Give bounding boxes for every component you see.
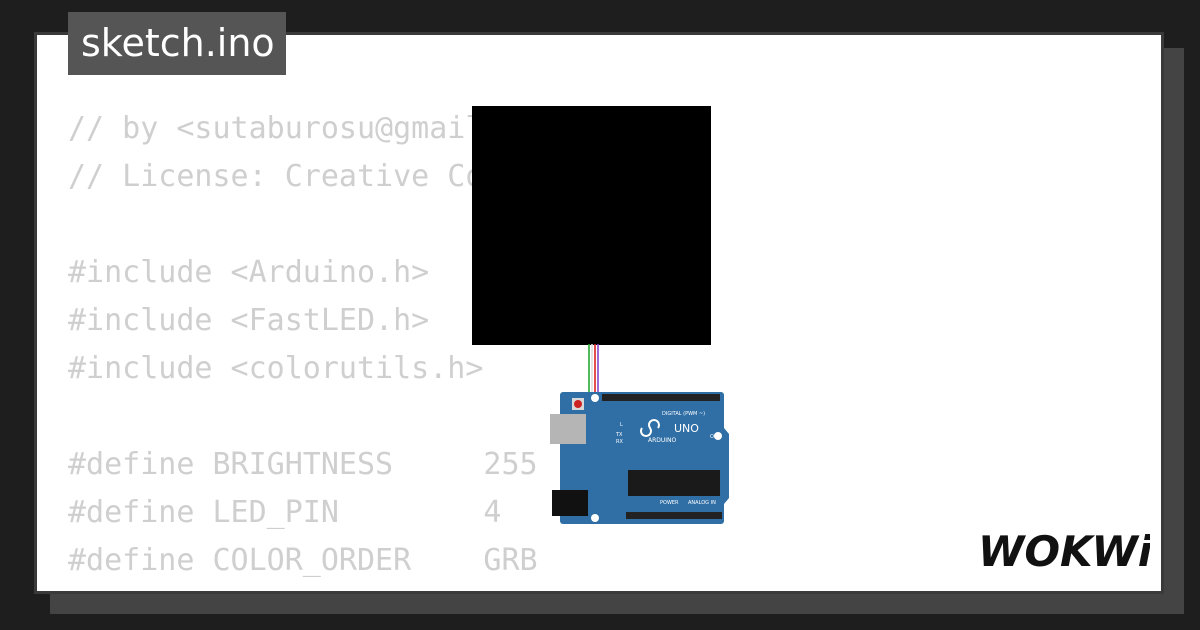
code-preview: // by <sutaburosu@gmail.com>// License: …: [68, 105, 768, 591]
board-digital-label: DIGITAL (PWM ~): [662, 411, 705, 417]
board-on-label: ON: [710, 434, 718, 440]
board-power-label: POWER: [660, 500, 679, 506]
brand-name: WOKWi: [978, 528, 1150, 574]
wokwi-logo[interactable]: WOKWi: [978, 528, 1150, 574]
code-line: #define COLOR_ORDER GRB: [68, 543, 538, 578]
code-line: #define LED_PIN 4: [68, 495, 502, 530]
board-model-label: UNO: [674, 422, 699, 435]
board-l-label: L: [620, 422, 623, 428]
code-line: #include <Arduino.h>: [68, 255, 430, 290]
code-line: #include <colorutils.h>: [68, 351, 484, 386]
code-line: #define BRIGHTNESS 255: [68, 447, 538, 482]
board-brand-label: ARDUINO: [648, 437, 677, 444]
arduino-infinity-icon: [640, 419, 660, 437]
led-matrix: [472, 106, 711, 345]
code-line: #include <FastLED.h>: [68, 303, 430, 338]
code-line: // License: Creative Commons: [68, 159, 574, 194]
board-analog-label: ANALOG IN: [688, 500, 716, 506]
arduino-uno-board: ARDUINO UNO DIGITAL (PWM ~) POWER ANALOG…: [550, 392, 729, 524]
code-line: #define CHIPSET WS2812B: [68, 585, 768, 591]
board-rx-label: RX: [616, 439, 623, 445]
file-tab[interactable]: sketch.ino: [68, 12, 286, 75]
board-tx-label: TX: [615, 432, 623, 438]
file-tab-label: sketch.ino: [81, 21, 275, 65]
